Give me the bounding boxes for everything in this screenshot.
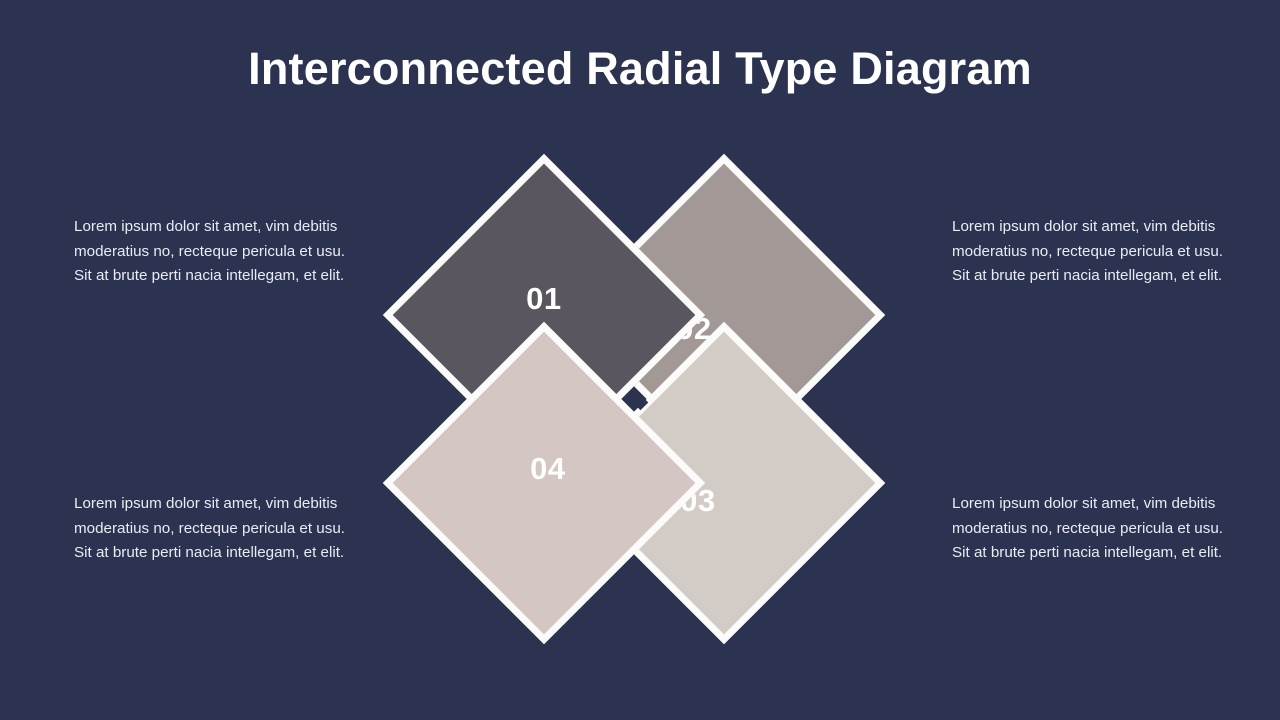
radial-diamond-diagram: 02 03 01 04	[380, 150, 900, 670]
diamond-label-01: 01	[526, 280, 562, 316]
description-text-02: Lorem ipsum dolor sit amet, vim debitis …	[952, 218, 1224, 285]
diamond-label-04: 04	[530, 450, 566, 486]
description-text-04: Lorem ipsum dolor sit amet, vim debitis …	[74, 495, 346, 562]
page-title: Interconnected Radial Type Diagram	[248, 43, 1032, 94]
description-text-03: Lorem ipsum dolor sit amet, vim debitis …	[952, 495, 1224, 562]
description-text-01: Lorem ipsum dolor sit amet, vim debitis …	[74, 218, 346, 285]
